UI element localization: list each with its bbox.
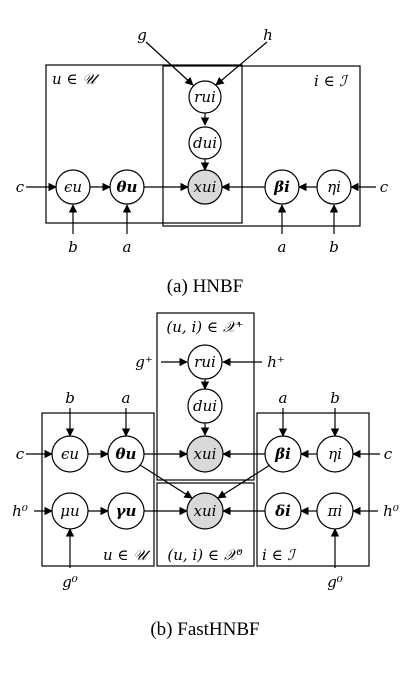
node-beta-a [264, 169, 300, 205]
node-pi-b [316, 492, 354, 530]
input-b-right-a: b [329, 238, 339, 256]
caption-a: (a) HNBF [167, 276, 244, 297]
label-xpos-b: xui [194, 445, 217, 463]
node-r-b [187, 344, 223, 380]
input-h0-left-b: h⁰ [12, 502, 28, 520]
input-g0-right-b: g⁰ [327, 573, 343, 591]
label-eps-a: ϵu [64, 178, 82, 196]
label-xzero-b: xui [194, 502, 217, 520]
input-a-right-a: a [278, 238, 287, 256]
node-beta-b [264, 435, 302, 473]
node-theta-b [107, 435, 145, 473]
node-eps-a [55, 169, 91, 205]
label-theta-b: θu [116, 445, 137, 463]
plate-user-a [45, 64, 243, 224]
plate-user-label-a: u ∈ 𝒰 [52, 70, 100, 88]
label-eps-b: ϵu [61, 445, 79, 463]
node-delta-b [264, 492, 302, 530]
plate-item-label-a: i ∈ ℐ [314, 72, 349, 90]
node-eta-a [316, 169, 352, 205]
node-d-a [188, 126, 222, 160]
label-beta-b: βi [274, 445, 291, 463]
input-b-left-b: b [65, 389, 75, 407]
caption-b: (b) FastHNBF [150, 619, 259, 640]
input-h-a: h [263, 26, 273, 44]
input-g-a: g [137, 26, 147, 44]
node-mu-b [51, 492, 89, 530]
label-r-b: rui [194, 353, 216, 371]
plate-zero-label-b: (u, i) ∈ 𝒳⁰ [167, 546, 242, 564]
edge-theta-xzero-b [139, 464, 193, 499]
node-gamma-b [107, 492, 145, 530]
label-gamma-b: γu [116, 502, 137, 520]
node-theta-a [109, 169, 145, 205]
input-a-left-b: a [122, 389, 131, 407]
label-mu-b: μu [60, 502, 79, 520]
label-r-a: rui [194, 88, 216, 106]
label-delta-b: δi [274, 502, 291, 520]
plate-pos-label-b: (u, i) ∈ 𝒳⁺ [166, 318, 243, 336]
label-d-a: dui [193, 134, 217, 152]
input-g0-left-b: g⁰ [62, 573, 78, 591]
input-c-right-b: c [384, 445, 393, 463]
node-x-a [187, 169, 223, 205]
input-c-left-a: c [16, 178, 25, 196]
node-xpos-b [186, 435, 224, 473]
label-eta-a: ηi [327, 178, 341, 196]
node-xzero-b [186, 492, 224, 530]
edge-g-r [145, 41, 194, 86]
node-eta-b [316, 435, 354, 473]
node-d-b [187, 388, 223, 424]
input-b-right-b: b [330, 389, 340, 407]
input-gplus-b: g⁺ [135, 353, 153, 371]
input-hplus-b: h⁺ [267, 353, 285, 371]
plate-item-b [256, 412, 370, 567]
label-d-b: dui [193, 397, 217, 415]
input-c-right-a: c [380, 178, 389, 196]
input-c-left-b: c [16, 445, 25, 463]
input-b-left-a: b [68, 238, 78, 256]
node-r-a [188, 80, 222, 114]
plate-pos-b [156, 312, 255, 481]
plate-user-label-b: u ∈ 𝒰 [103, 546, 151, 564]
edge-beta-xzero-b [217, 464, 271, 499]
diagram-b: (u, i) ∈ 𝒳⁺ (u, i) ∈ 𝒳⁰ u ∈ 𝒰 i ∈ ℐ [12, 312, 399, 640]
diagram-a: u ∈ 𝒰 i ∈ ℐ rui dui xui ϵu θu βi ηi [16, 26, 389, 297]
node-eps-b [51, 435, 89, 473]
label-eta-b: ηi [328, 445, 342, 463]
label-x-a: xui [194, 178, 217, 196]
edge-h-r [215, 41, 268, 86]
plate-item-a [162, 65, 361, 227]
plate-zero-b [156, 482, 255, 567]
label-theta-a: θu [117, 178, 138, 196]
input-a-left-a: a [123, 238, 132, 256]
plate-item-label-b: i ∈ ℐ [262, 546, 297, 564]
input-h0-right-b: h⁰ [383, 502, 399, 520]
label-pi-b: πi [327, 502, 343, 520]
plate-user-b [41, 412, 155, 567]
input-a-right-b: a [279, 389, 288, 407]
label-beta-a: βi [273, 178, 290, 196]
